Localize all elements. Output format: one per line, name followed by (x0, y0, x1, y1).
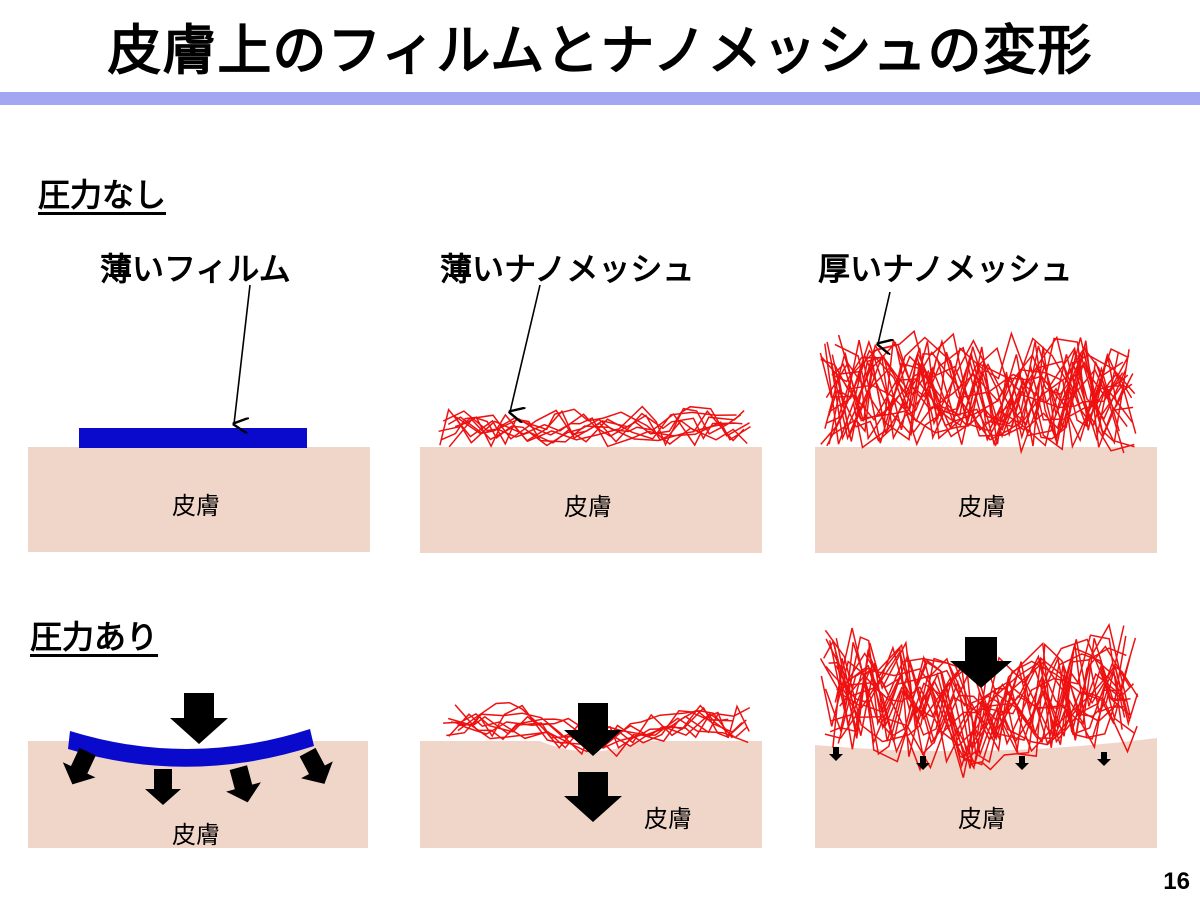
mesh-fiber (457, 701, 751, 749)
skin-label-thin-mesh-rest: 皮膚 (564, 493, 612, 521)
skin-label-thick-mesh-rest: 皮膚 (958, 493, 1006, 521)
mesh-fiber (454, 408, 748, 448)
mesh-fiber (438, 405, 742, 447)
skin-block-thick-mesh-rest (815, 447, 1157, 553)
mesh-fiber (824, 629, 1119, 743)
spread-arrow-4 (299, 747, 333, 784)
small-arrow-4 (1097, 752, 1111, 766)
small-arrow-3 (1015, 756, 1029, 770)
page-number: 16 (1163, 868, 1190, 895)
press-arrow-film (170, 693, 228, 744)
label-thin-film: 薄いフィルム (100, 250, 291, 288)
mesh-fiber (837, 334, 1124, 425)
thin-film-bent (68, 729, 314, 767)
pointer-arrow-thin-mesh (510, 284, 541, 412)
label-thin-nanomesh: 薄いナノメッシュ (440, 250, 695, 288)
section-with-pressure: 圧力あり (30, 618, 159, 656)
skin-block-thick-mesh-pressed (815, 738, 1157, 848)
mesh-fiber (828, 339, 1134, 455)
mesh-fiber (825, 645, 1138, 754)
mesh-fiber (448, 409, 745, 448)
mesh-fiber (824, 343, 1137, 449)
mesh-fiber (834, 627, 1123, 771)
skin-label-thin-mesh-pressed: 皮膚 (644, 805, 692, 833)
skin-block-film-rest (28, 447, 370, 552)
mesh-fiber (836, 642, 1135, 767)
mesh-fiber (837, 663, 1139, 773)
press-arrow-thin-mesh-top (564, 703, 622, 756)
spread-arrow-2 (145, 769, 181, 805)
nanomesh-thick-pressed (819, 622, 1139, 778)
nanomesh-thick-rest (819, 329, 1137, 455)
mesh-fiber (453, 405, 750, 444)
mesh-fiber (456, 411, 737, 444)
thin-film (79, 428, 307, 448)
pointer-arrow-thick-mesh (878, 291, 890, 344)
pointer-arrow-film (234, 284, 251, 424)
label-thick-nanomesh: 厚いナノメッシュ (818, 250, 1073, 288)
skin-block-film-pressed (28, 741, 368, 848)
press-arrow-thick-mesh (950, 637, 1012, 688)
mesh-fiber (835, 637, 1131, 769)
section-no-pressure: 圧力なし (38, 176, 167, 214)
mesh-fiber (820, 346, 1136, 445)
mesh-fiber (825, 638, 1127, 747)
mesh-fiber (819, 639, 1135, 764)
mesh-fiber (824, 635, 1127, 755)
mesh-fiber (831, 337, 1120, 442)
nanomesh-thin-rest (438, 405, 751, 448)
small-arrow-1 (829, 747, 843, 761)
mesh-fiber (827, 348, 1128, 450)
spread-arrow-3 (226, 765, 261, 803)
skin-label-film-rest: 皮膚 (172, 492, 220, 520)
skin-block-thin-mesh-rest (420, 447, 762, 553)
title-divider-bar (0, 92, 1200, 105)
mesh-fiber (824, 645, 1131, 745)
small-arrow-2 (916, 756, 930, 770)
mesh-fiber (820, 637, 1131, 766)
skin-label-film-pressed: 皮膚 (172, 821, 220, 849)
spread-arrow-1 (62, 747, 96, 785)
press-arrow-thin-mesh-bottom (564, 772, 622, 822)
slide-title: 皮膚上のフィルムとナノメッシュの変形 (107, 19, 1093, 82)
skin-label-thick-mesh-pressed: 皮膚 (958, 805, 1006, 833)
